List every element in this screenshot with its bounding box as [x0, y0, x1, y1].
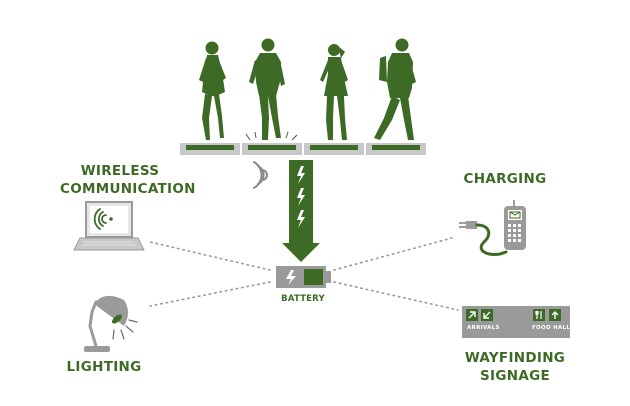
battery-icon [276, 266, 331, 288]
person-4 [374, 38, 416, 140]
battery-label-text: BATTERY [281, 294, 325, 304]
laptop-icon [73, 201, 145, 251]
battery-label: BATTERY [271, 290, 335, 308]
wireless-label-line-2: COMMUNICATION [60, 181, 196, 197]
charging-label-text: CHARGING [463, 171, 547, 187]
wireless-label-line-1: WIRELESS [80, 163, 160, 179]
lighting-label-text: LIGHTING [66, 359, 142, 375]
wayfinding-label: WAYFINDING SIGNAGE [460, 349, 570, 385]
wayfinding-label-line-2: SIGNAGE [480, 368, 550, 384]
line-to-signage [333, 281, 459, 311]
wireless-signal-icon [253, 161, 268, 189]
lighting-label: LIGHTING [64, 358, 144, 376]
floor-tiles [180, 131, 426, 155]
lamp-icon [84, 295, 138, 352]
phone-charger-icon [459, 200, 526, 256]
line-to-wireless [149, 241, 271, 271]
connection-lines [149, 237, 459, 311]
lightning-arrow-icon [282, 160, 320, 262]
charging-label: CHARGING [455, 170, 555, 188]
walking-people-icon [199, 38, 416, 140]
line-to-lighting [149, 281, 271, 307]
signage-icon [462, 306, 570, 338]
person-3 [320, 44, 348, 140]
person-1 [199, 41, 226, 140]
wireless-label: WIRELESS COMMUNICATION [60, 162, 196, 198]
wayfinding-label-line-1: WAYFINDING [464, 350, 566, 366]
person-2 [249, 38, 285, 140]
sign-food-hall-text: FOOD HALL [532, 325, 571, 331]
line-to-charging [333, 237, 453, 271]
sign-arrivals-text: ARRIVALS [467, 325, 500, 331]
